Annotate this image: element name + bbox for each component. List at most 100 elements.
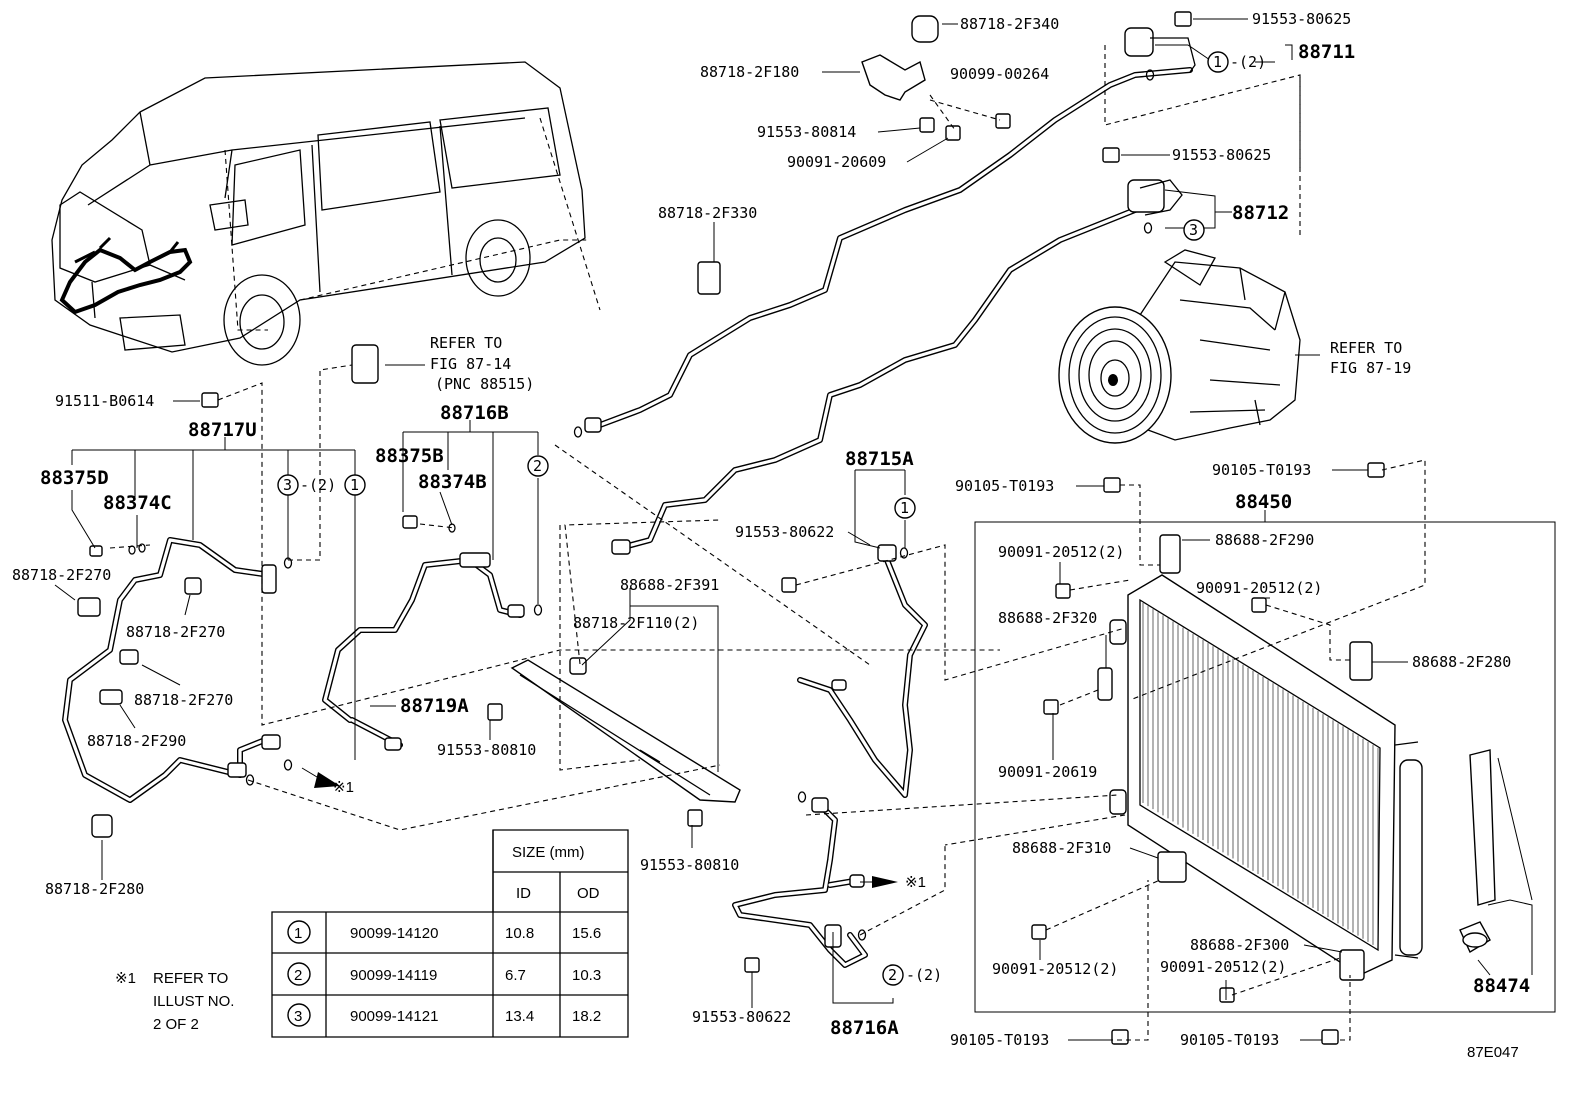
label-90105-T0193-a: 90105-T0193 [955,477,1054,495]
expansion-valve [351,344,379,384]
clips-brackets [77,15,1373,981]
label-88718-2F180: 88718-2F180 [700,63,799,81]
fittings [227,27,1196,948]
label-88718-2F270-a: 88718-2F270 [12,566,111,584]
refer-to-2: REFER TO [1330,339,1402,357]
label-90091-20609: 90091-20609 [787,153,886,171]
label-90105-T0193-c: 90105-T0193 [950,1031,1049,1049]
table-row-od: 10.3 [572,967,601,984]
table-row-id: 6.7 [505,967,526,984]
label-88718-2F330: 88718-2F330 [658,204,757,222]
figure-code: 87E047 [1467,1044,1519,1061]
label-90091-20619: 90091-20619 [998,763,1097,781]
label-91553-80622-top: 91553-80622 [735,523,834,541]
svg-text:2: 2 [888,966,897,984]
label-88474: 88474 [1473,975,1530,997]
label-88719A: 88719A [400,695,469,717]
table-row-number-circle [287,1003,311,1027]
table-row-number-circle [287,962,311,986]
part-labels: 88718-2F340 91553-80625 88711 88718-2F18… [12,10,1530,1049]
table-col-id: ID [516,885,531,902]
label-91553-80625: 91553-80625 [1172,146,1271,164]
condenser [1109,574,1423,976]
label-88712: 88712 [1232,202,1289,224]
label-90105-T0193-b: 90105-T0193 [1212,461,1311,479]
leaders [54,18,1533,1041]
refer-pnc: (PNC 88515) [435,375,534,393]
svg-text:-(2): -(2) [906,966,942,984]
table-row-id: 13.4 [505,1008,534,1025]
label-88450: 88450 [1235,491,1292,513]
label-88717U: 88717U [188,419,257,441]
label-88688-2F300: 88688-2F300 [1190,936,1289,954]
table-row-number-circle [287,920,311,944]
reference-labels: REFER TO FIG 87-14 (PNC 88515) REFER TO … [333,334,1411,891]
van-illustration [51,61,586,366]
label-90099-00264: 90099-00264 [950,65,1049,83]
label-88718-2F340: 88718-2F340 [960,15,1059,33]
table-row-part: 90099-14121 [350,1008,438,1025]
svg-text:3: 3 [1189,221,1198,239]
o-rings [128,69,1155,941]
table-row-od: 15.6 [572,925,601,942]
table-row-number: 2 [294,967,302,984]
label-88374C: 88374C [103,492,172,514]
label-88374B: 88374B [418,471,487,493]
label-88688-2F320: 88688-2F320 [998,609,1097,627]
table-row-number: 3 [294,1008,302,1025]
table-row-part: 90099-14119 [350,967,437,984]
label-88711: 88711 [1298,41,1355,63]
mark-1-left: ※1 [333,779,354,796]
label-88688-2F280-right: 88688-2F280 [1412,653,1511,671]
receiver-dryer [1459,749,1496,954]
svg-text:ILLUST NO.: ILLUST NO. [153,993,234,1010]
svg-text:-(2): -(2) [1230,53,1266,71]
label-90091-20512-c: 90091-20512(2) [992,960,1118,978]
svg-text:※1: ※1 [115,970,136,987]
label-91511-B0614: 91511-B0614 [55,392,154,410]
label-88688-2F310: 88688-2F310 [1012,839,1111,857]
label-88718-2F110: 88718-2F110(2) [573,614,699,632]
svg-text:REFER TO: REFER TO [153,970,228,987]
refer-fig-87-19: FIG 87-19 [1330,359,1411,377]
label-88715A: 88715A [845,448,914,470]
svg-text:1: 1 [1213,53,1222,71]
table-size-header: SIZE (mm) [512,844,585,861]
label-90091-20512-d: 90091-20512(2) [1160,958,1286,976]
refer-to-1: REFER TO [430,334,502,352]
label-88688-2F391: 88688-2F391 [620,576,719,594]
dashed-leaders [109,45,1426,1041]
compressor [1058,249,1301,444]
table-row-part: 90099-14120 [350,925,438,942]
svg-text:1: 1 [900,499,909,517]
label-88718-2F270-b: 88718-2F270 [126,623,225,641]
label-91553-80625-top: 91553-80625 [1252,10,1351,28]
label-88718-2F280-left: 88718-2F280 [45,880,144,898]
label-88375B: 88375B [375,445,444,467]
illustration-note: ※1 REFER TO ILLUST NO. 2 OF 2 [115,970,234,1033]
table-row-od: 18.2 [572,1008,601,1025]
mark-1-right: ※1 [905,874,926,891]
label-90091-20512-b: 90091-20512(2) [1196,579,1322,597]
table-row-number: 1 [294,925,302,942]
svg-text:3: 3 [283,476,292,494]
label-90091-20512-a: 90091-20512(2) [998,543,1124,561]
refrigerant-pipes [62,67,1193,968]
label-88716A: 88716A [830,1017,899,1039]
svg-text:2: 2 [533,457,542,475]
label-88688-2F290: 88688-2F290 [1215,531,1314,549]
table-row-id: 10.8 [505,925,534,942]
bolts [89,11,1385,1045]
label-91553-80622-bottom: 91553-80622 [692,1008,791,1026]
arrow-markers [301,767,898,888]
label-88718-2F270-c: 88718-2F270 [134,691,233,709]
oring-callouts: 3 -(2) 1 2 1 1 -(2) 3 2 -(2) [277,51,1266,986]
table-col-od: OD [577,885,600,902]
svg-text:1: 1 [350,476,359,494]
label-90105-T0193-d: 90105-T0193 [1180,1031,1279,1049]
label-88716B: 88716B [440,402,509,424]
svg-text:-(2): -(2) [300,476,336,494]
label-91553-80810-b: 91553-80810 [640,856,739,874]
refer-fig-87-14: FIG 87-14 [430,355,511,373]
